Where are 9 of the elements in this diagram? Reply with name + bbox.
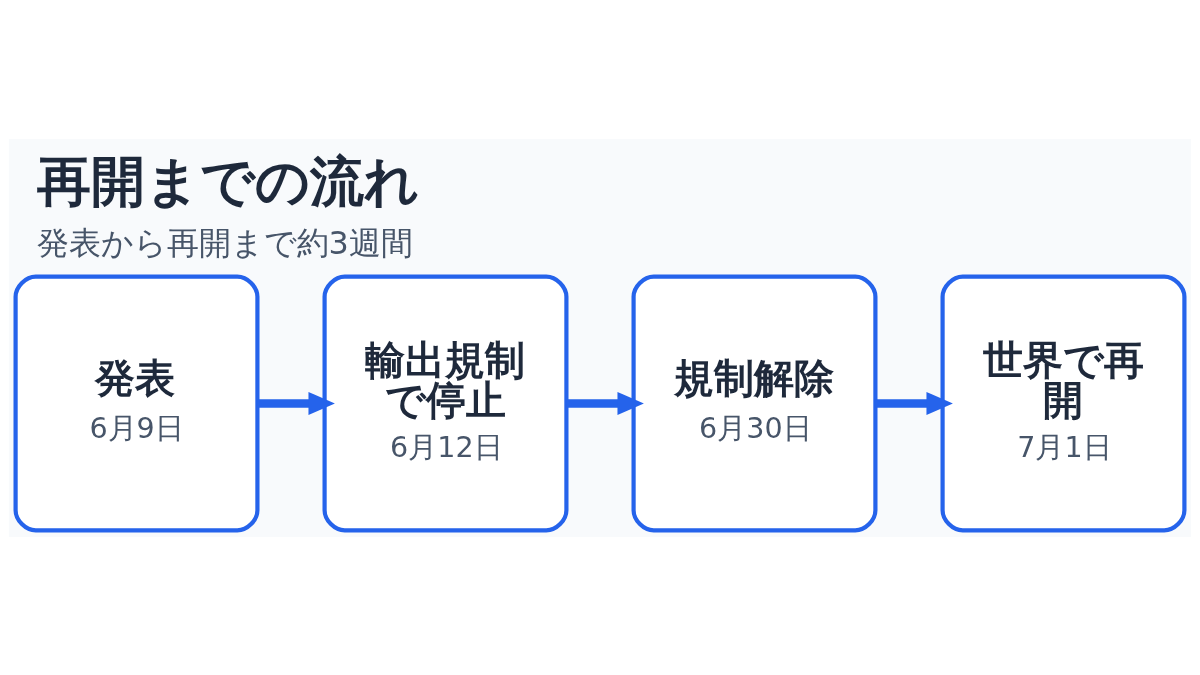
node-box: 世界で再開 7月1日 — [940, 274, 1187, 532]
caption: 発表から再開まで約3週間 — [36, 223, 413, 262]
arrow — [566, 391, 644, 415]
arrow — [257, 391, 335, 415]
node-box: 規制解除 6月30日 — [631, 274, 878, 532]
arrow — [875, 391, 953, 415]
node-box: 発表 6月9日 — [13, 274, 260, 532]
node-box: 輸出規制で停止 6月12日 — [322, 274, 569, 532]
diagram-title: 再開までの流れ — [36, 149, 419, 213]
